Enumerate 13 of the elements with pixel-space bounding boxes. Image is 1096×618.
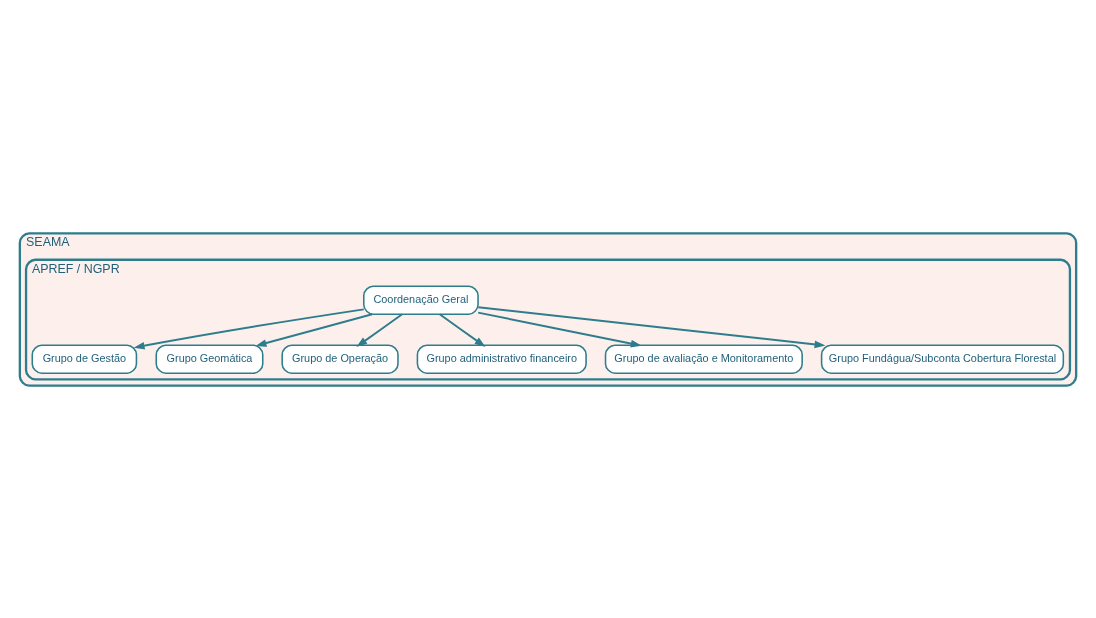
node-box: Coordenação Geral — [363, 284, 479, 315]
node-box: Grupo de Operação — [281, 343, 399, 374]
arrow — [133, 307, 365, 349]
arrow — [438, 312, 486, 347]
arrow — [477, 305, 826, 348]
arrow — [255, 312, 374, 347]
node-box: Grupo de avaliação e Monitoramento — [604, 343, 803, 374]
arrow — [356, 312, 404, 347]
node-box: Grupo Fundágua/Subconta Cobertura Florestal — [820, 343, 1065, 374]
node-box: Grupo de Gestão — [31, 343, 138, 374]
node-box: Grupo administrativo financeiro — [416, 343, 587, 374]
arrow — [477, 311, 642, 347]
node-box: Grupo Geomática — [155, 343, 264, 374]
